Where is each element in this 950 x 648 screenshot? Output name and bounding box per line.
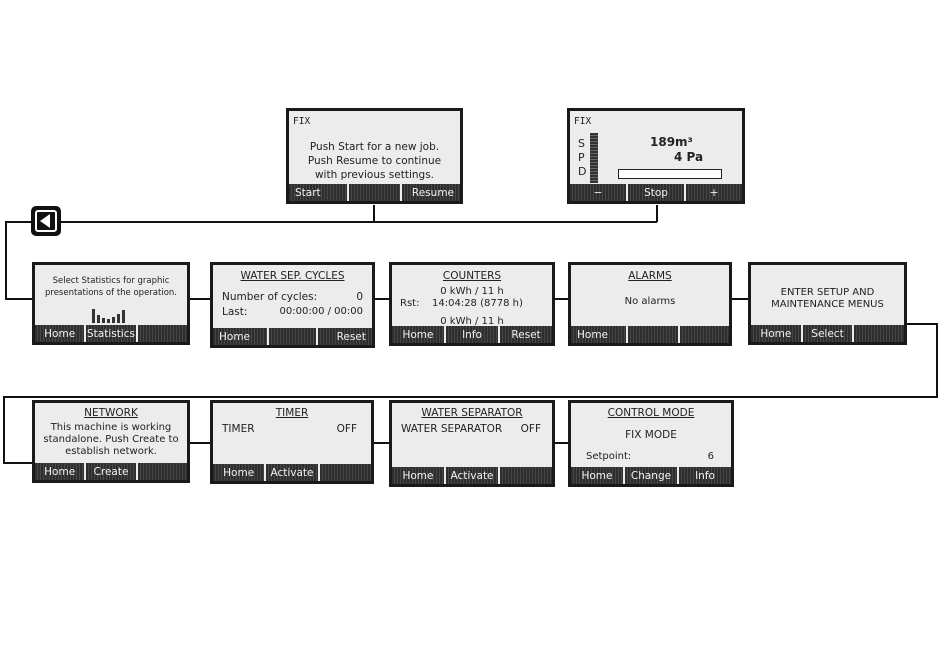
network-line-2: standalone. Push Create to <box>43 434 179 445</box>
setup-line-1: ENTER SETUP AND <box>780 287 875 298</box>
reset-softkey[interactable]: Reset <box>500 326 552 343</box>
home-softkey[interactable]: Home <box>35 463 85 480</box>
water-separator-value: OFF <box>520 423 541 435</box>
pressure-value: 4 Pa <box>674 150 704 164</box>
last-value: 00:00:00 / 00:00 <box>279 306 363 317</box>
screen-control-mode: CONTROL MODE FIX MODE Setpoint: 6 Home C… <box>568 400 734 487</box>
start-line-2: Push Resume to continue <box>307 155 442 167</box>
setpoint-label: Setpoint: <box>586 451 632 462</box>
activate-softkey[interactable]: Activate <box>446 467 498 484</box>
water-separator-label: WATER SEPARATOR <box>401 423 503 435</box>
info-softkey[interactable]: Info <box>446 326 498 343</box>
blank-softkey[interactable] <box>319 464 371 481</box>
blank-softkey[interactable] <box>679 326 729 343</box>
counters-line-1: 0 kWh / 11 h <box>440 286 504 297</box>
home-softkey[interactable]: Home <box>392 467 444 484</box>
blank-softkey[interactable] <box>137 463 187 480</box>
home-softkey[interactable]: Home <box>392 326 444 343</box>
back-arrow-icon <box>35 210 57 232</box>
mode-label: FIX <box>574 116 592 127</box>
start-softkey[interactable]: Start <box>289 184 347 201</box>
statistics-line-1: Select Statistics for graphic <box>52 276 170 286</box>
plus-softkey[interactable]: + <box>686 184 742 201</box>
screen-water-separator: WATER SEPARATOR WATER SEPARATOR OFF Home… <box>389 400 555 487</box>
change-softkey[interactable]: Change <box>625 467 677 484</box>
level-bar <box>590 133 598 183</box>
screen-title: WATER SEP. CYCLES <box>240 270 345 282</box>
cycles-value: 0 <box>356 291 363 303</box>
counters-line-3: 0 kWh / 11 h <box>440 316 504 327</box>
screen-network: NETWORK This machine is working standalo… <box>32 400 190 483</box>
back-button[interactable] <box>31 206 61 236</box>
select-softkey[interactable]: Select <box>802 325 853 342</box>
screen-title: TIMER <box>275 407 309 419</box>
blank-softkey[interactable] <box>137 325 187 342</box>
cycles-label: Number of cycles: <box>222 291 318 303</box>
setup-line-2: MAINTENANCE MENUS <box>771 299 884 310</box>
resume-softkey[interactable]: Resume <box>402 184 460 201</box>
reset-softkey[interactable]: Reset <box>318 328 372 345</box>
screen-alarms: ALARMS No alarms Home <box>568 262 732 346</box>
speed-value: 189m³ <box>650 135 693 149</box>
last-label: Last: <box>222 306 248 318</box>
label-p: P <box>578 151 585 164</box>
create-softkey[interactable]: Create <box>86 463 136 480</box>
screen-title: CONTROL MODE <box>607 407 695 419</box>
screen-title: NETWORK <box>84 407 138 419</box>
screen-start: FIX Push Start for a new job. Push Resum… <box>286 108 463 204</box>
blank-softkey[interactable] <box>348 184 401 201</box>
timer-label: TIMER <box>222 423 255 435</box>
activate-softkey[interactable]: Activate <box>266 464 318 481</box>
home-softkey[interactable]: Home <box>213 464 265 481</box>
setpoint-value: 6 <box>707 451 714 462</box>
home-softkey[interactable]: Home <box>213 328 267 345</box>
alarms-status: No alarms <box>624 296 676 307</box>
screen-title: WATER SEPARATOR <box>421 407 523 419</box>
label-d: D <box>578 165 587 178</box>
label-s: S <box>578 137 585 150</box>
screen-statistics: Select Statistics for graphic presentati… <box>32 262 190 345</box>
screen-water-sep-cycles: WATER SEP. CYCLES Number of cycles: 0 La… <box>210 262 375 348</box>
home-softkey[interactable]: Home <box>571 326 627 343</box>
home-softkey[interactable]: Home <box>35 325 85 342</box>
progress-bar <box>618 169 722 179</box>
blank-softkey[interactable] <box>268 328 317 345</box>
network-line-1: This machine is working <box>50 422 172 433</box>
control-mode-value: FIX MODE <box>625 429 677 441</box>
screen-setup: ENTER SETUP AND MAINTENANCE MENUS Home S… <box>748 262 907 345</box>
screen-counters: COUNTERS 0 kWh / 11 h Rst: 14:04:28 (877… <box>389 262 555 346</box>
home-softkey[interactable]: Home <box>751 325 801 342</box>
blank-softkey[interactable] <box>500 467 552 484</box>
start-line-3: with previous settings. <box>314 169 435 181</box>
start-line-1: Push Start for a new job. <box>309 141 440 153</box>
mode-label: FIX <box>293 116 311 127</box>
statistics-softkey[interactable]: Statistics <box>86 325 136 342</box>
stop-softkey[interactable]: Stop <box>628 184 684 201</box>
screen-timer: TIMER TIMER OFF Home Activate <box>210 400 374 484</box>
blank-softkey[interactable] <box>628 326 678 343</box>
screen-title: COUNTERS <box>442 270 502 282</box>
rst-label: Rst: <box>400 298 420 309</box>
rst-value: 14:04:28 (8778 h) <box>432 298 523 309</box>
statistics-line-2: presentations of the operation. <box>45 288 177 298</box>
info-softkey[interactable]: Info <box>679 467 731 484</box>
bar-chart-icon <box>92 307 125 323</box>
minus-softkey[interactable]: − <box>570 184 626 201</box>
screen-run: FIX S P D 189m³ 4 Pa − Stop + <box>567 108 745 204</box>
timer-value: OFF <box>336 423 357 435</box>
network-line-3: establish network. <box>65 446 157 457</box>
screen-title: ALARMS <box>628 270 672 282</box>
blank-softkey[interactable] <box>854 325 904 342</box>
home-softkey[interactable]: Home <box>571 467 623 484</box>
